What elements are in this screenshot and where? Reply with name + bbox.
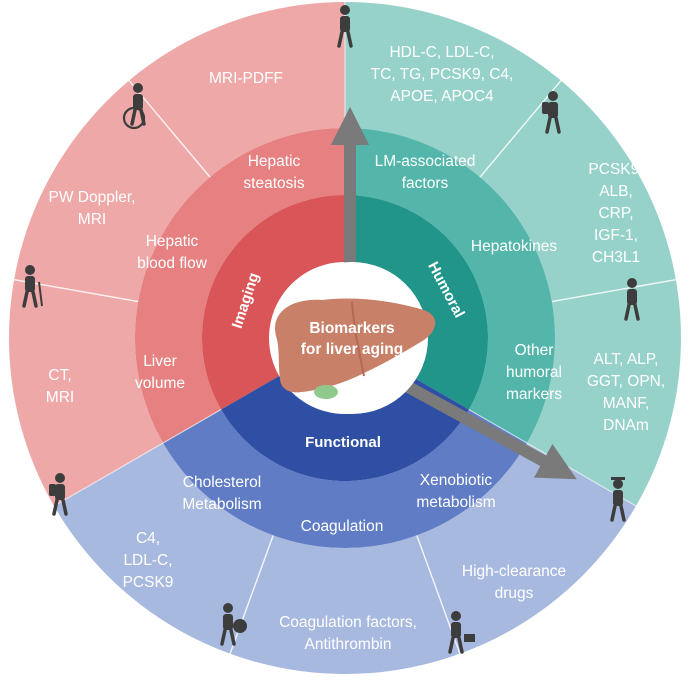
humoral-middle-label: markers [506,386,562,403]
walking-cane-person-icon [22,265,43,308]
money-bag-person-icon [220,603,247,646]
diagonal-arrow [389,372,577,480]
running-person-icon [337,5,353,48]
imaging-middle-label: Hepatic [248,153,301,170]
functional-middle-sector [163,409,527,548]
humoral-outer-label: MANF, [603,395,650,412]
humoral-outer-label: PCSK9, [588,161,643,178]
functional-outer-label: Coagulation factors, [279,614,417,631]
functional-inner-sector [221,376,469,481]
briefcase-person-icon [448,611,475,654]
center-title-line1: Biomarkers [309,320,394,337]
hiker-icon [624,278,640,321]
hiker-down-icon [49,473,68,516]
imaging-middle-label: Liver [143,353,177,370]
humoral-middle-label: factors [402,175,449,192]
imaging-middle-label: steatosis [243,175,304,192]
functional-middle-label: Metabolism [182,496,261,513]
functional-outer-label: C4, [136,530,160,547]
humoral-outer-label: GGT, OPN, [587,373,665,390]
backpack-walker-icon [542,91,561,134]
humoral-outer-label: CH3L1 [592,249,640,266]
imaging-outer-label: MRI [46,389,74,406]
section-title-functional: Functional [305,434,381,451]
humoral-outer-label: CRP, [598,205,633,222]
watermark-handle: @Life Medicine [580,661,684,678]
graduate-person-icon [610,477,626,522]
humoral-middle-sector [345,128,555,443]
humoral-middle-label: Other [515,342,554,359]
imaging-outer-sector [9,2,346,506]
wheelchair-person-icon [122,83,146,130]
humoral-outer-label: DNAm [603,417,649,434]
humoral-outer-label: APOE, APOC4 [390,88,494,105]
imaging-middle-label: volume [135,375,185,392]
functional-middle-label: Xenobiotic [420,472,493,489]
humoral-middle-label: Hepatokines [471,238,557,255]
functional-outer-sector [54,443,636,674]
functional-outer-label: LDL-C, [123,552,172,569]
imaging-inner-sector [202,195,345,410]
outer-divider [479,80,562,178]
imaging-outer-label: MRI-PDFF [209,70,283,87]
humoral-outer-sector [345,2,681,506]
humoral-middle-label: LM-associated [375,153,476,170]
functional-outer-label: PCSK9 [123,574,174,591]
imaging-middle-sector [134,128,345,443]
functional-outer-label: Antithrombin [304,636,391,653]
middle-ring [134,128,555,548]
humoral-outer-label: IGF-1, [594,227,638,244]
humoral-outer-label: ALB, [599,183,633,200]
outer-divider [551,278,677,303]
functional-outer-label: drugs [495,585,534,602]
liver-icon [275,298,436,399]
outer-ring-labels: MRI-PDFF PW Doppler, MRI CT, MRI HDL-C, LDL-C… [46,44,665,653]
humoral-outer-label: HDL-C, LDL-C, [389,44,494,61]
imaging-middle-label: Hepatic [146,233,199,250]
functional-middle-label: Coagulation [301,518,384,535]
outer-ring [9,2,681,674]
watermark-prefix: 搜狐号 [531,661,576,678]
functional-outer-label: High-clearance [462,563,566,580]
center-title-line2: for liver aging [301,341,404,358]
outer-divider [229,535,274,654]
humoral-outer-label: ALT, ALP, [594,351,659,368]
watermark: 搜狐号@Life Medicine [531,661,684,678]
imaging-outer-label: MRI [78,211,106,228]
functional-middle-label: Cholesterol [183,474,261,491]
person-icons [22,5,640,654]
functional-middle-label: metabolism [416,494,495,511]
imaging-middle-label: blood flow [137,255,208,272]
humoral-outer-label: TC, TG, PCSK9, C4, [371,66,514,83]
humoral-middle-label: humoral [506,364,562,381]
imaging-outer-label: CT, [48,367,71,384]
imaging-outer-label: PW Doppler, [48,189,135,206]
